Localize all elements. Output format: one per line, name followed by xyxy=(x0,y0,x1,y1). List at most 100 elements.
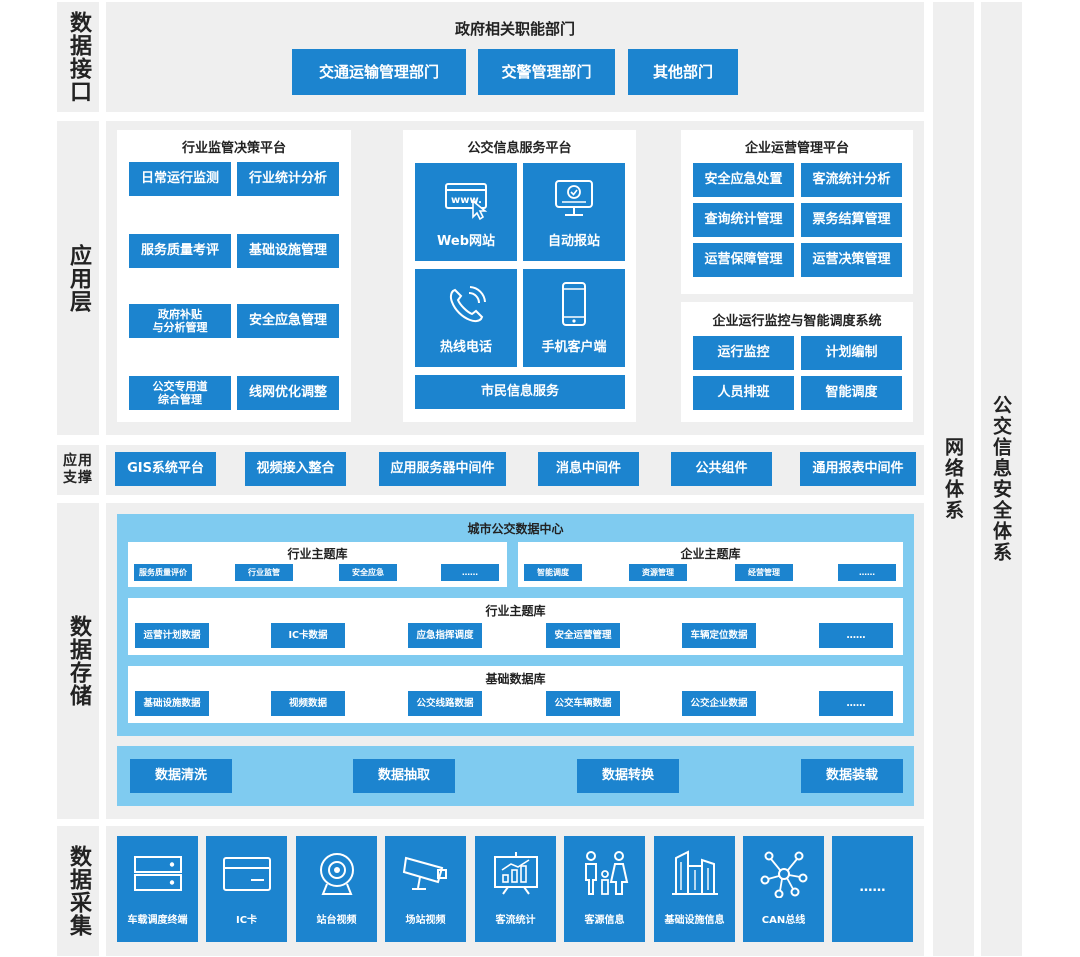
transport-dept-button[interactable]: 交通运输管理部门 xyxy=(292,49,466,95)
station-video-tile[interactable]: 场站视频 xyxy=(385,836,466,942)
ops-plan-data[interactable]: 运营计划数据 xyxy=(135,623,209,648)
bus-lane-mgmt-button[interactable]: 公交专用道 综合管理 xyxy=(129,376,231,410)
service-eval-db[interactable]: 服务质量评价 xyxy=(134,564,192,581)
enterprise-theme-title: 企业主题库 xyxy=(680,547,741,561)
passenger-flow-button[interactable]: 客流统计分析 xyxy=(801,163,902,197)
vehicle-location-data[interactable]: 车辆定位数据 xyxy=(682,623,756,648)
plan-compile-button[interactable]: 计划编制 xyxy=(801,336,902,370)
gis-platform-button[interactable]: GIS系统平台 xyxy=(115,452,216,486)
industry-theme2-title: 行业主题库 xyxy=(485,604,546,618)
monitor-icon xyxy=(523,177,625,221)
ic-card-tile[interactable]: IC卡 xyxy=(206,836,287,942)
data-collect-band: 车载调度终端 IC卡 站台视频 xyxy=(106,826,924,956)
phone-icon xyxy=(415,283,517,329)
app-server-middleware-button[interactable]: 应用服务器中间件 xyxy=(379,452,506,486)
resource-mgmt-db[interactable]: 资源管理 xyxy=(629,564,687,581)
ops-decision-button[interactable]: 运营决策管理 xyxy=(801,243,902,277)
web-browser-icon: www. xyxy=(415,181,517,221)
data-extraction-button[interactable]: 数据抽取 xyxy=(353,759,455,793)
industry-stats-button[interactable]: 行业统计分析 xyxy=(237,162,339,196)
ops-support-button[interactable]: 运营保障管理 xyxy=(693,243,794,277)
hotline-label: 热线电话 xyxy=(439,340,492,355)
industry-theme2-more[interactable]: …… xyxy=(819,623,893,648)
safety-ops-data[interactable]: 安全运营管理 xyxy=(546,623,620,648)
enterprise-theme-more[interactable]: …… xyxy=(838,564,896,581)
dispatch-system-title: 企业运行监控与智能调度系统 xyxy=(712,314,882,329)
base-db-more[interactable]: …… xyxy=(819,691,893,716)
infrastructure-data[interactable]: 基础设施数据 xyxy=(135,691,209,716)
etl-panel: 数据清洗 数据抽取 数据转换 数据装载 xyxy=(117,746,914,806)
passenger-count-label: 客流统计 xyxy=(495,915,536,926)
server-icon xyxy=(117,854,198,894)
data-interface-band: 政府相关职能部门 交通运输管理部门 交警管理部门 其他部门 xyxy=(106,2,924,112)
webcam-icon xyxy=(296,850,377,898)
dispatch-system-panel: 企业运行监控与智能调度系统 运行监控 计划编制 人员排班 智能调度 xyxy=(681,302,913,422)
video-data[interactable]: 视频数据 xyxy=(271,691,345,716)
enterprise-platform-title: 企业运营管理平台 xyxy=(744,141,849,156)
industry-platform-panel: 行业监管决策平台 日常运行监测 行业统计分析 服务质量考评 基础设施管理 政府补… xyxy=(117,130,351,422)
industry-theme2-panel: 行业主题库 运营计划数据 IC卡数据 应急指挥调度 安全运营管理 车辆定位数据 … xyxy=(128,598,903,655)
bus-vehicle-data[interactable]: 公交车辆数据 xyxy=(546,691,620,716)
ticket-settlement-button[interactable]: 票务结算管理 xyxy=(801,203,902,237)
smart-dispatch-button[interactable]: 智能调度 xyxy=(801,376,902,410)
people-icon xyxy=(564,850,645,898)
app-support-band: GIS系统平台 视频接入整合 应用服务器中间件 消息中间件 公共组件 通用报表中… xyxy=(106,445,924,495)
safety-emergency-mgmt-button[interactable]: 安全应急管理 xyxy=(237,304,339,338)
daily-monitor-button[interactable]: 日常运行监测 xyxy=(129,162,231,196)
bus-info-platform-title: 公交信息服务平台 xyxy=(467,141,572,156)
station-video-label: 场站视频 xyxy=(405,915,446,926)
can-bus-tile[interactable]: CAN总线 xyxy=(743,836,824,942)
platform-video-tile[interactable]: 站台视频 xyxy=(296,836,377,942)
citizen-info-service-button[interactable]: 市民信息服务 xyxy=(415,375,625,409)
data-cleaning-button[interactable]: 数据清洗 xyxy=(130,759,232,793)
data-loading-button[interactable]: 数据装载 xyxy=(801,759,903,793)
mobile-icon xyxy=(523,281,625,329)
datacenter-panel: 城市公交数据中心 行业主题库 服务质量评价 行业监管 安全应急 …… 企业主题库… xyxy=(117,514,914,736)
auto-announce-tile[interactable]: 自动报站 xyxy=(523,163,625,261)
network-system-label: 网络体系 xyxy=(933,2,974,956)
passenger-source-tile[interactable]: 客源信息 xyxy=(564,836,645,942)
industry-theme-more[interactable]: …… xyxy=(441,564,499,581)
passenger-count-tile[interactable]: 客流统计 xyxy=(475,836,556,942)
gov-subsidy-button[interactable]: 政府补贴 与分析管理 xyxy=(129,304,231,338)
safety-response-button[interactable]: 安全应急处置 xyxy=(693,163,794,197)
ic-card-data[interactable]: IC卡数据 xyxy=(271,623,345,648)
bus-enterprise-data[interactable]: 公交企业数据 xyxy=(682,691,756,716)
bus-route-data[interactable]: 公交线路数据 xyxy=(408,691,482,716)
side-label-data-collect: 数据采集 xyxy=(57,826,99,956)
traffic-police-dept-button[interactable]: 交警管理部门 xyxy=(478,49,615,95)
base-db-panel: 基础数据库 基础设施数据 视频数据 公交线路数据 公交车辆数据 公交企业数据 …… xyxy=(128,666,903,723)
cctv-camera-icon xyxy=(385,852,466,894)
service-quality-button[interactable]: 服务质量考评 xyxy=(129,234,231,268)
emergency-command-data[interactable]: 应急指挥调度 xyxy=(408,623,482,648)
collect-more-text: …… xyxy=(859,880,886,895)
report-middleware-button[interactable]: 通用报表中间件 xyxy=(800,452,916,486)
side-label-app-layer: 应用层 xyxy=(57,121,99,435)
common-components-button[interactable]: 公共组件 xyxy=(671,452,772,486)
business-mgmt-db[interactable]: 经营管理 xyxy=(735,564,793,581)
query-stats-button[interactable]: 查询统计管理 xyxy=(693,203,794,237)
infrastructure-mgmt-button[interactable]: 基础设施管理 xyxy=(237,234,339,268)
web-site-tile[interactable]: www. Web网站 xyxy=(415,163,517,261)
data-transform-button[interactable]: 数据转换 xyxy=(577,759,679,793)
safety-emergency-db[interactable]: 安全应急 xyxy=(339,564,397,581)
staff-scheduling-button[interactable]: 人员排班 xyxy=(693,376,794,410)
ops-monitor-button[interactable]: 运行监控 xyxy=(693,336,794,370)
infrastructure-info-label: 基础设施信息 xyxy=(664,915,725,926)
side-label-data-storage: 数据存储 xyxy=(57,503,99,819)
network-optimization-button[interactable]: 线网优化调整 xyxy=(237,376,339,410)
collect-more-tile[interactable]: …… xyxy=(832,836,913,942)
other-dept-button[interactable]: 其他部门 xyxy=(628,49,738,95)
data-storage-band: 城市公交数据中心 行业主题库 服务质量评价 行业监管 安全应急 …… 企业主题库… xyxy=(106,503,924,819)
vehicle-terminal-tile[interactable]: 车载调度终端 xyxy=(117,836,198,942)
video-integration-button[interactable]: 视频接入整合 xyxy=(245,452,346,486)
infrastructure-info-tile[interactable]: 基础设施信息 xyxy=(654,836,735,942)
ic-card-label: IC卡 xyxy=(235,915,258,926)
smart-dispatch-db[interactable]: 智能调度 xyxy=(524,564,582,581)
industry-supervision-db[interactable]: 行业监管 xyxy=(235,564,293,581)
industry-theme-panel: 行业主题库 服务质量评价 行业监管 安全应急 …… xyxy=(128,542,507,587)
message-middleware-button[interactable]: 消息中间件 xyxy=(538,452,639,486)
side-label-app-support: 应用支撑 xyxy=(57,445,99,495)
mobile-client-tile[interactable]: 手机客户端 xyxy=(523,269,625,367)
hotline-tile[interactable]: 热线电话 xyxy=(415,269,517,367)
